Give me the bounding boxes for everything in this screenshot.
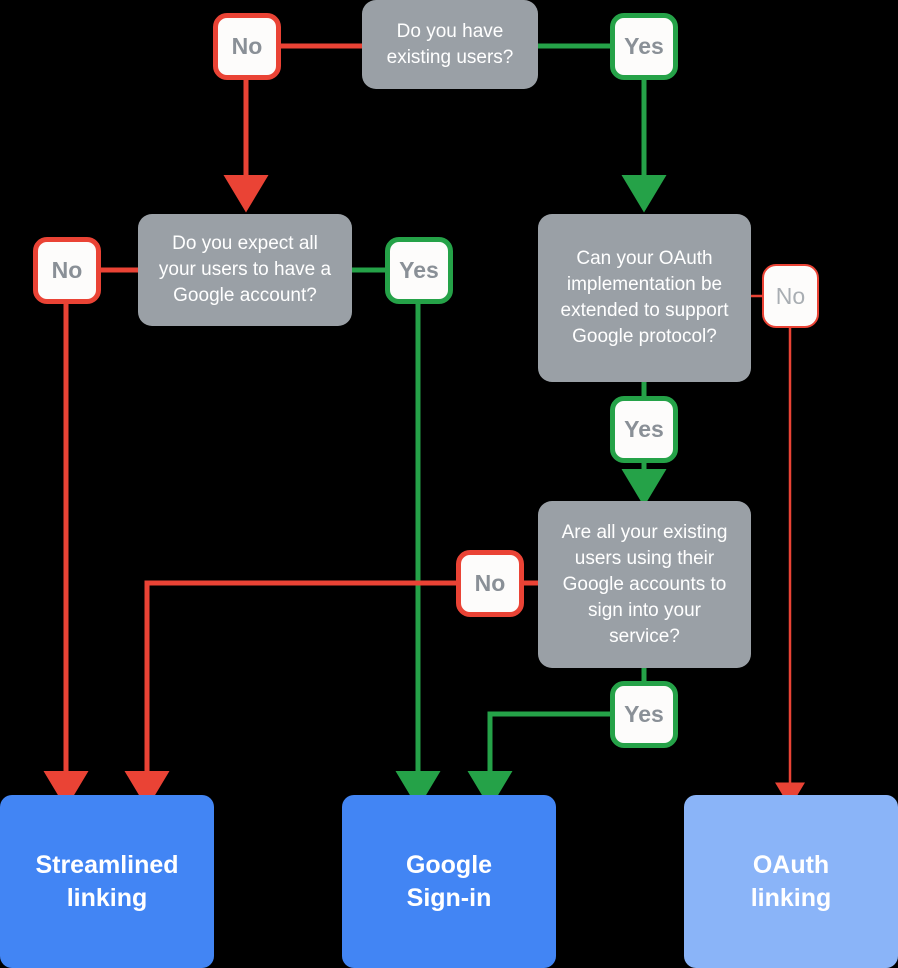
outcome-google-sign-in[interactable]: Google Sign-in [342,795,556,968]
edge-label-q4-no[interactable]: No [456,550,524,617]
edge-label-q4-yes[interactable]: Yes [610,681,678,748]
outcome-oauth-linking[interactable]: OAuth linking [684,795,898,968]
decision-q3-oauth-extended[interactable]: Can your OAuth implementation be extende… [538,214,751,382]
decision-q1-existing-users[interactable]: Do you have existing users? [362,0,538,89]
decision-q2-google-account[interactable]: Do you expect all your users to have a G… [138,214,352,326]
outcome-streamlined-linking-line2: linking [66,883,148,912]
decision-q4-existing-google-accounts[interactable]: Are all your existing users using their … [538,501,751,668]
edge-label-q3-yes[interactable]: Yes [610,396,678,463]
outcome-oauth-linking-line2: linking [750,883,832,912]
edge-label-q2-no[interactable]: No [33,237,101,304]
outcome-google-sign-in-line1: Google [405,850,493,879]
edge-label-q4-yes-text: Yes [624,701,664,727]
edge-label-q4-no-text: No [474,570,506,596]
edge-label-q1-no[interactable]: No [213,13,281,80]
edge-label-q2-no-text: No [51,257,83,283]
edge-label-q3-no[interactable]: No [762,264,819,328]
edge-label-q1-yes[interactable]: Yes [610,13,678,80]
edge-label-q1-no-text: No [231,33,263,59]
outcome-google-sign-in-line2: Sign-in [406,883,492,912]
edge-label-q3-no-text: No [775,282,806,309]
edge-label-q2-yes-text: Yes [399,257,439,283]
decision-q2-label: Do you expect all your users to have a G… [158,233,332,306]
decision-q1-label: Do you have existing users? [386,20,514,68]
edge-q4-yes-to-google-signin [467,711,610,809]
decision-q4-label: Are all your existing users using their … [561,521,728,647]
edge-q4-no-to-streamlined [124,580,456,809]
outcome-oauth-linking-line1: OAuth [752,850,830,879]
edge-label-q2-yes[interactable]: Yes [385,237,453,304]
outcome-streamlined-linking-line1: Streamlined [35,850,179,879]
decision-q3-label: Can your OAuth implementation be extende… [560,248,729,347]
edge-label-q1-yes-text: Yes [624,33,664,59]
outcome-streamlined-linking[interactable]: Streamlined linking [0,795,214,968]
edge-label-q3-yes-text: Yes [624,416,664,442]
